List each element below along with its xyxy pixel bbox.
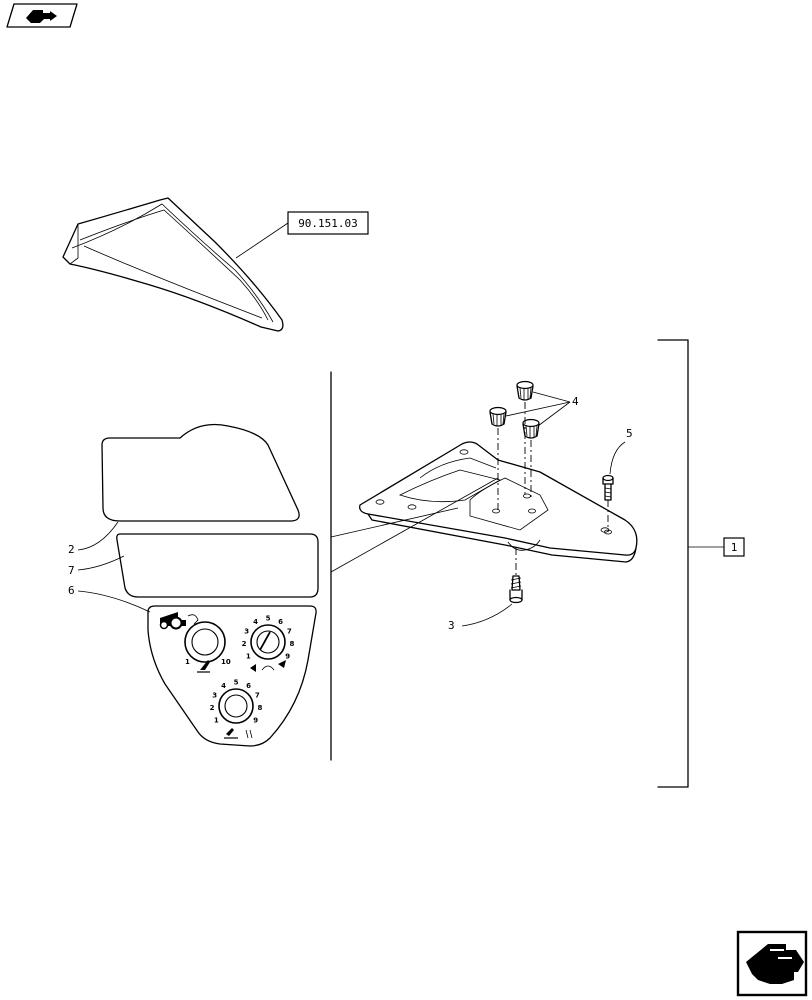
- dial-bottom-number: 3: [212, 691, 217, 699]
- leader-4b: [505, 401, 571, 417]
- dial-right-number: 8: [289, 640, 294, 648]
- dial-bottom-number: 5: [234, 679, 239, 687]
- leader-4a: [532, 391, 571, 403]
- hand-pointing-right-icon: [746, 944, 804, 984]
- dial-bottom-number: 2: [210, 704, 215, 712]
- dial-right-number: 6: [278, 618, 283, 626]
- callout-6: 6: [68, 584, 75, 597]
- nav-prev-button[interactable]: [6, 3, 78, 28]
- dial-bottom-number: 7: [255, 691, 260, 699]
- reference-leader: [235, 222, 289, 259]
- tractor-icon: [159, 612, 199, 630]
- leader-6: [77, 590, 151, 613]
- callout-3: 3: [448, 619, 455, 632]
- screw-3: [509, 575, 523, 604]
- assembly-bracket: [657, 339, 689, 788]
- dial-bottom-number: 6: [246, 682, 251, 690]
- dial-bottom-number: 9: [253, 716, 258, 724]
- dial-right-number: 1: [246, 652, 251, 660]
- decal-2: [101, 423, 300, 522]
- dial-bottom-number: 1: [214, 716, 219, 724]
- callout-2: 2: [68, 543, 75, 556]
- hand-pointing-right-icon: [26, 10, 57, 23]
- leader-3: [461, 603, 513, 627]
- knob-1: [516, 380, 534, 401]
- mounting-bracket: [359, 441, 638, 563]
- callout-7: 7: [68, 564, 75, 577]
- dial-right-number: 4: [253, 618, 258, 626]
- callout-1: 1: [731, 541, 738, 554]
- callout-5: 5: [626, 427, 633, 440]
- dial-right-number: 7: [287, 627, 292, 635]
- draft-icon: [224, 728, 253, 739]
- dial-left-min: 1: [185, 658, 190, 666]
- leader-4c: [537, 401, 571, 427]
- dial-left: 1 10: [184, 621, 231, 673]
- decal-7: [116, 533, 319, 598]
- dial-bottom-number: 8: [257, 704, 262, 712]
- dial-right-number: 5: [266, 615, 271, 623]
- callout-4: 4: [572, 395, 579, 408]
- upper-cover-part: [62, 197, 284, 332]
- speed-icon: [197, 660, 210, 673]
- projection-line-lower: [330, 477, 499, 573]
- lift-icon: [250, 660, 286, 672]
- nav-next-button[interactable]: [736, 930, 808, 997]
- leader-5: [609, 441, 626, 475]
- reference-label: 90.151.03: [298, 217, 358, 230]
- dial-right-number: 3: [244, 627, 249, 635]
- reference-link-box[interactable]: 90.151.03: [287, 211, 369, 235]
- dial-bottom-number: 4: [221, 682, 226, 690]
- dial-right-number: 2: [242, 640, 247, 648]
- knob-2: [489, 406, 507, 427]
- leader-7: [77, 555, 125, 571]
- dial-left-max: 10: [221, 658, 231, 666]
- callout-1-box[interactable]: 1: [723, 537, 745, 557]
- leader-2: [77, 521, 119, 551]
- dial-right-number: 9: [285, 652, 290, 660]
- screw-5: [602, 474, 614, 501]
